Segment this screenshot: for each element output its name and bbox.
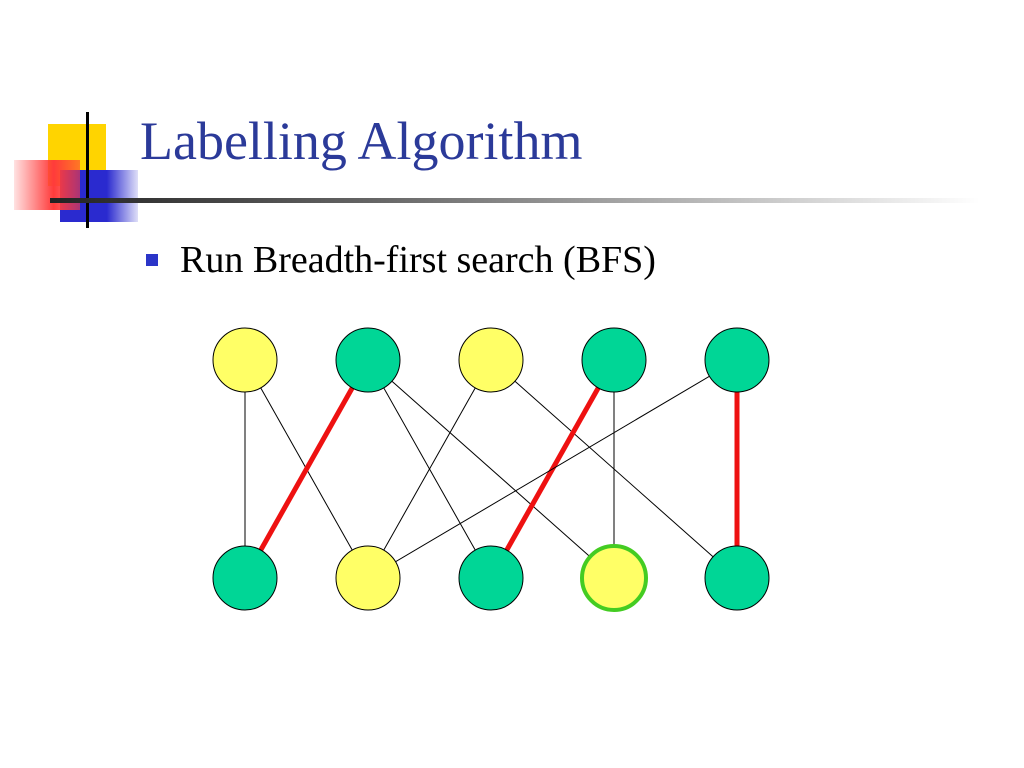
node-t5	[704, 327, 770, 393]
bullet-square-icon	[146, 254, 158, 266]
node-b5	[704, 545, 770, 611]
node-b4	[580, 544, 648, 612]
bullet-list: Run Breadth-first search (BFS)	[146, 238, 656, 282]
matched-edge-t2-b1	[242, 358, 371, 580]
node-b1	[212, 545, 278, 611]
decor-vertical-line	[86, 112, 89, 228]
edge-t3-b2	[367, 359, 492, 579]
node-b2	[335, 545, 401, 611]
bullet-item: Run Breadth-first search (BFS)	[146, 238, 656, 282]
slide-title: Labelling Algorithm	[140, 111, 583, 171]
node-t2	[335, 327, 401, 393]
edges-layer	[242, 358, 740, 580]
edge-t5-b2	[367, 359, 738, 579]
node-t1	[212, 327, 278, 393]
edge-t2-b4	[367, 359, 615, 579]
node-t4	[581, 327, 647, 393]
nodes-layer	[212, 327, 770, 612]
title-underline	[50, 198, 980, 203]
node-b3	[458, 545, 524, 611]
bullet-text: Run Breadth-first search (BFS)	[180, 239, 656, 281]
node-t3	[458, 327, 524, 393]
